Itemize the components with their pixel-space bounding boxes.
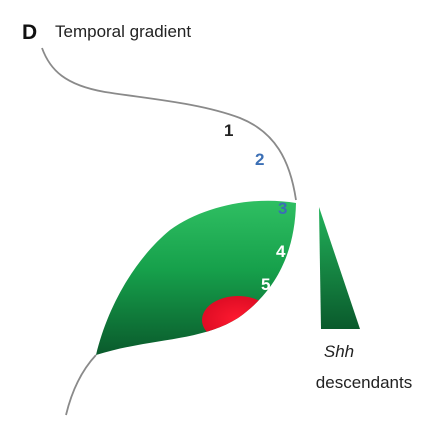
- red-floor-region: [202, 296, 274, 344]
- lower-outline-curve: [66, 355, 96, 415]
- step-label-5: 5: [261, 275, 270, 294]
- step-label-4: 4: [276, 242, 286, 261]
- legend-label-descendants: descendants: [316, 373, 412, 392]
- legend-label-shh: Shh: [324, 342, 354, 361]
- step-label-3: 3: [278, 199, 287, 218]
- step-label-2: 2: [255, 150, 264, 169]
- gradient-wedge: [319, 207, 360, 329]
- panel-title: Temporal gradient: [55, 22, 191, 41]
- upper-outline-curve: [42, 48, 296, 200]
- step-label-1: 1: [224, 121, 233, 140]
- panel-letter: D: [22, 21, 37, 44]
